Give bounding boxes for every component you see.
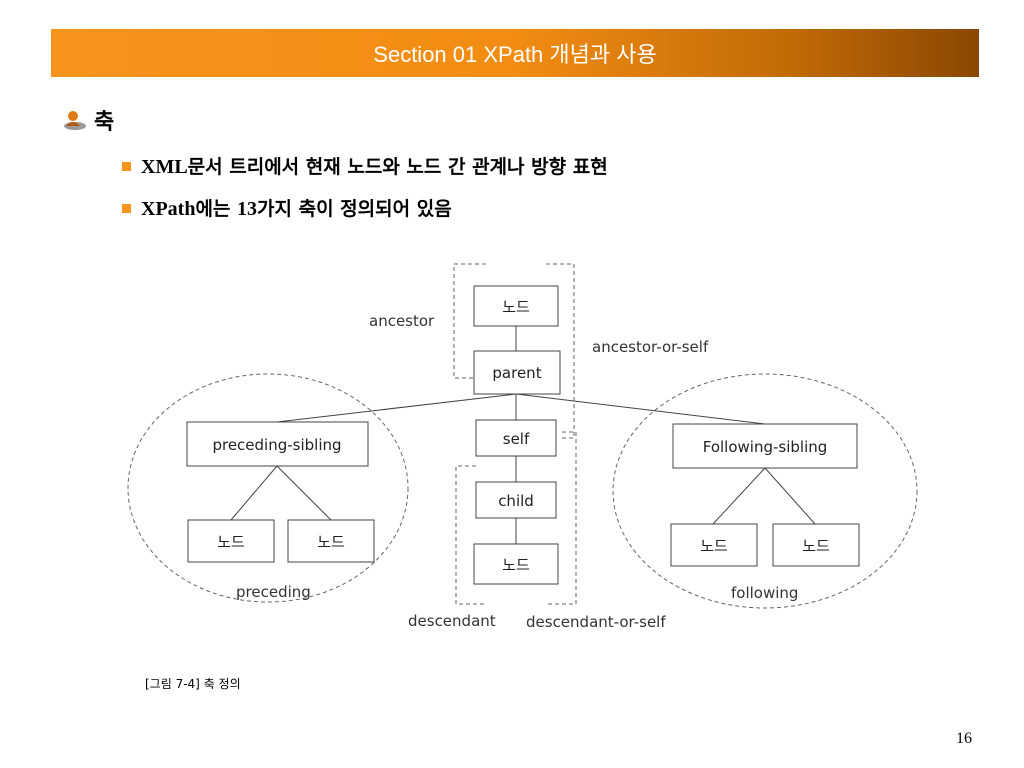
bullet-level1-text: 축 <box>94 110 115 135</box>
ancestor-bracket <box>453 263 486 379</box>
node-parent-label: parent <box>492 364 541 382</box>
node-following-child-1-box <box>670 523 758 567</box>
edge-preceding-child-1 <box>230 465 278 521</box>
ancestor-or-self-bracket <box>546 263 575 439</box>
node-following-child-1-label: 노드 <box>700 537 728 555</box>
label-ancestor: ancestor <box>369 312 435 330</box>
square-bullet-icon <box>122 204 131 213</box>
edge-parent-preceding-sibling <box>276 393 517 423</box>
node-preceding-child-1-label: 노드 <box>217 533 245 551</box>
label-ancestor-or-self: ancestor-or-self <box>592 338 709 356</box>
node-top-label: 노드 <box>502 298 530 316</box>
page-number: 16 <box>956 730 972 747</box>
descendant-or-self-bracket <box>546 431 577 605</box>
label-descendant: descendant <box>408 612 496 630</box>
node-following-sibling-label: Following-sibling <box>703 438 828 456</box>
bullet-item-2-text-b: 가지 축이 정의되어 있음 <box>257 198 452 220</box>
node-self-box <box>475 419 557 457</box>
node-preceding-child-1-box <box>187 519 275 563</box>
figure-caption: [그림 7-4] 축 정의 <box>145 677 241 691</box>
following-region <box>612 373 918 609</box>
bullet-item-1-keyword: XML <box>141 156 188 178</box>
slide-title: Section 01 XPath 개념과 사용 <box>373 42 657 67</box>
node-preceding-child-2-box <box>287 519 375 563</box>
node-bottom-label: 노드 <box>502 556 530 574</box>
edge-parent-following-sibling <box>515 393 766 425</box>
node-preceding-sibling-label: preceding-sibling <box>212 436 341 454</box>
bullet-item-2-keyword: XPath <box>141 198 196 220</box>
bullet-item-2-text-a: 에는 <box>195 198 238 220</box>
label-descendant-or-self: descendant-or-self <box>526 613 666 631</box>
edge-following-child-1 <box>712 467 766 525</box>
node-self-label: self <box>503 430 530 448</box>
bullet-level1: 축 <box>62 104 114 136</box>
edge-following-child-2 <box>764 467 816 525</box>
bullet-item-2: XPath에는 13가지 축이 정의되어 있음 <box>122 194 452 221</box>
node-bottom-box <box>473 543 559 585</box>
node-top-box <box>473 285 559 327</box>
label-preceding: preceding <box>236 583 311 601</box>
preceding-region <box>127 373 409 603</box>
slide-title-bar: Section 01 XPath 개념과 사용 <box>51 29 979 77</box>
node-following-child-2-label: 노드 <box>802 537 830 555</box>
node-following-sibling-box <box>672 423 858 469</box>
node-parent-box <box>473 350 561 395</box>
bullet-item-1: XML문서 트리에서 현재 노드와 노드 간 관계나 방향 표현 <box>122 152 608 179</box>
descendant-bracket <box>455 465 484 605</box>
node-preceding-child-2-label: 노드 <box>317 533 345 551</box>
node-following-child-2-box <box>772 523 860 567</box>
person-bullet-icon <box>64 111 86 130</box>
node-child-box <box>475 481 557 519</box>
bullet-item-1-text: 문서 트리에서 현재 노드와 노드 간 관계나 방향 표현 <box>187 156 608 178</box>
label-following: following <box>731 584 798 602</box>
node-child-label: child <box>498 492 534 510</box>
edge-preceding-child-2 <box>276 465 332 521</box>
bullet-item-2-number: 13 <box>237 198 258 220</box>
node-preceding-sibling-box <box>186 421 369 467</box>
square-bullet-icon <box>122 162 131 171</box>
